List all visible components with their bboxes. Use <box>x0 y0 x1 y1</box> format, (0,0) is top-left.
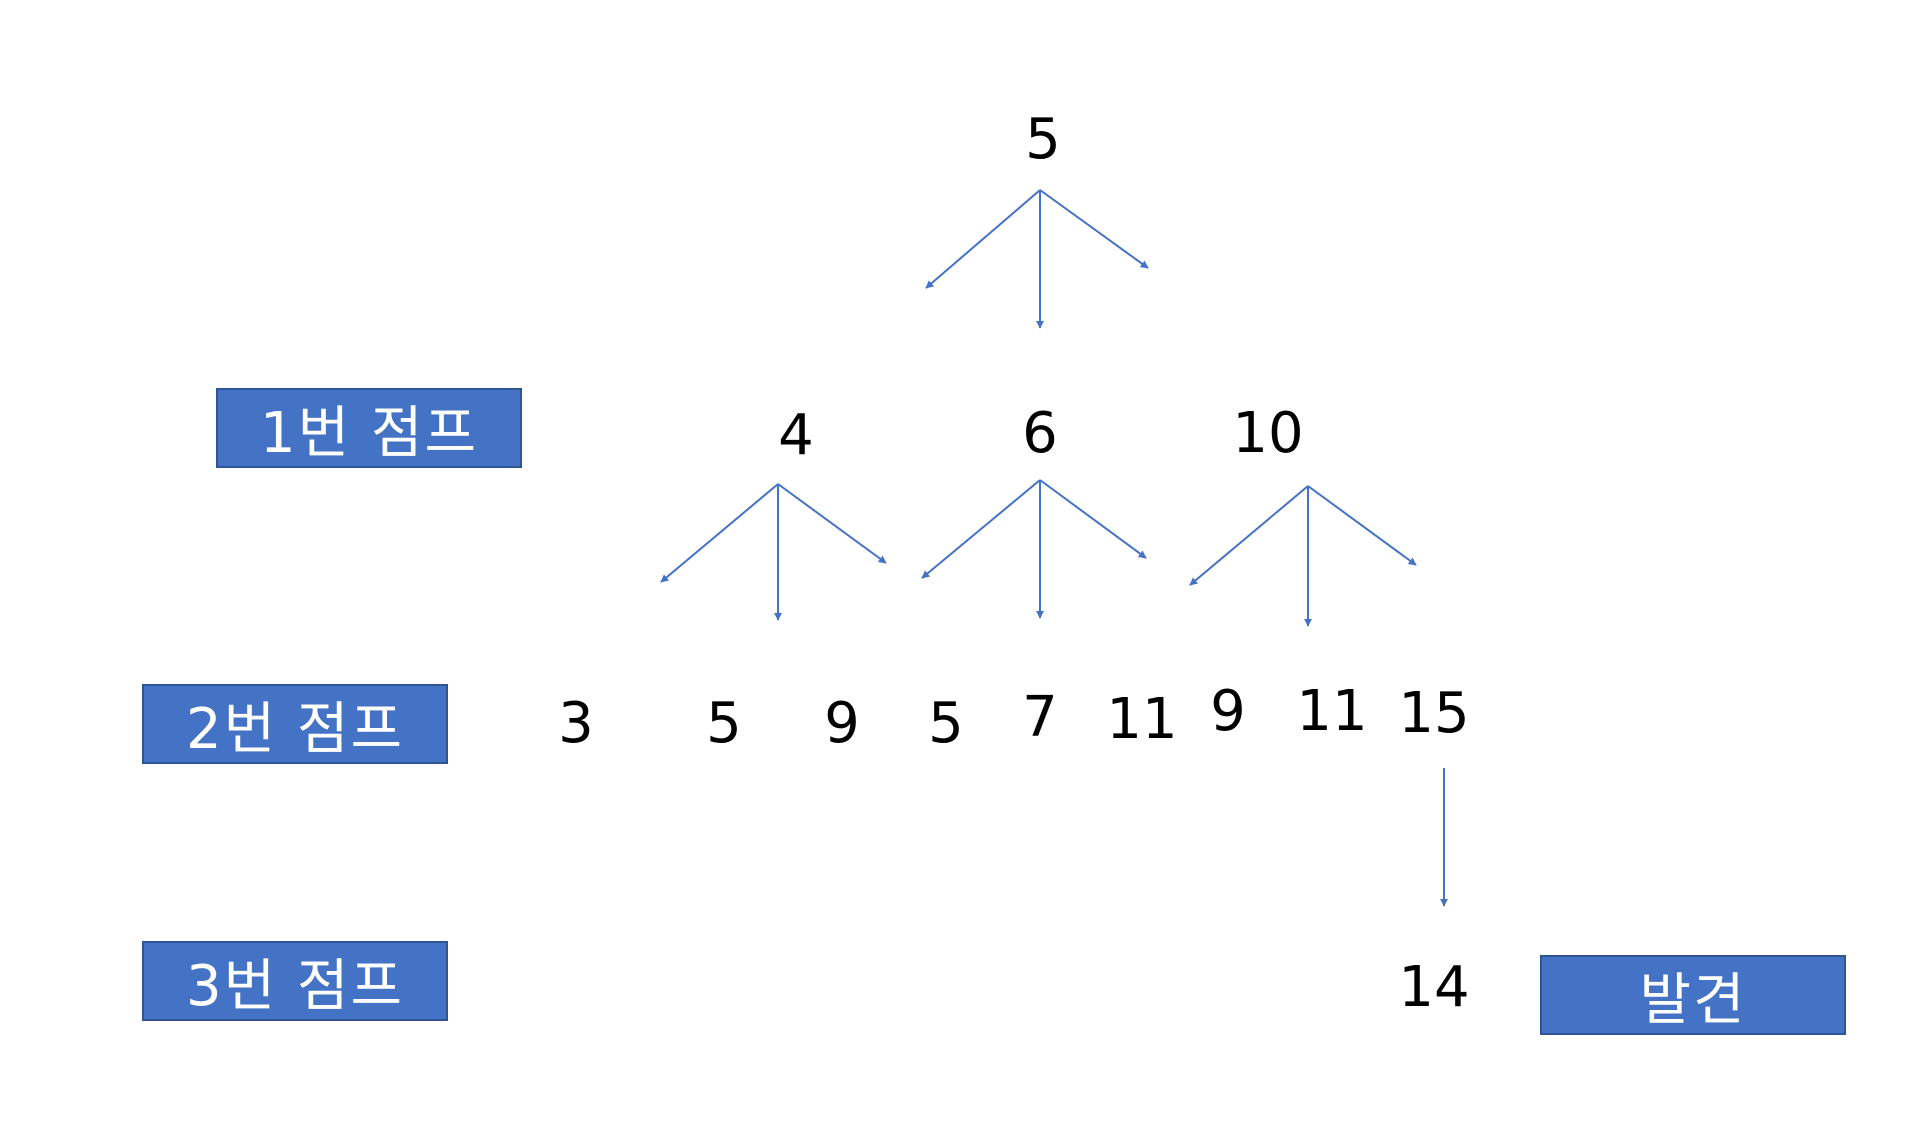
label-jump-3: 3번 점프 <box>142 941 448 1021</box>
arrow-10-left <box>1189 485 1309 586</box>
arrow-10-right <box>1307 485 1417 566</box>
node-level2-15: 15 <box>1398 681 1470 746</box>
node-level2-11b: 11 <box>1296 679 1368 744</box>
arrow-6-left <box>921 479 1041 579</box>
node-level1-4: 4 <box>778 403 814 468</box>
arrow-root-right <box>1039 189 1149 269</box>
label-jump-1: 1번 점프 <box>216 388 522 468</box>
arrow-6-right <box>1039 479 1147 559</box>
node-level3-14: 14 <box>1398 955 1470 1020</box>
arrow-4-left <box>660 483 779 583</box>
label-jump-2: 2번 점프 <box>142 684 448 764</box>
node-level2-9a: 9 <box>824 691 860 756</box>
node-level2-7: 7 <box>1022 685 1058 750</box>
node-level1-6: 6 <box>1022 401 1058 466</box>
node-level2-11a: 11 <box>1106 687 1178 752</box>
node-root: 5 <box>1025 107 1061 172</box>
arrow-4-right <box>777 483 887 564</box>
arrow-root-left <box>925 189 1041 289</box>
node-level2-3: 3 <box>558 691 594 756</box>
node-level2-5a: 5 <box>706 691 742 756</box>
node-level2-9b: 9 <box>1210 679 1246 744</box>
node-level1-10: 10 <box>1232 401 1304 466</box>
node-level2-5b: 5 <box>928 691 964 756</box>
label-found: 발견 <box>1540 955 1846 1035</box>
